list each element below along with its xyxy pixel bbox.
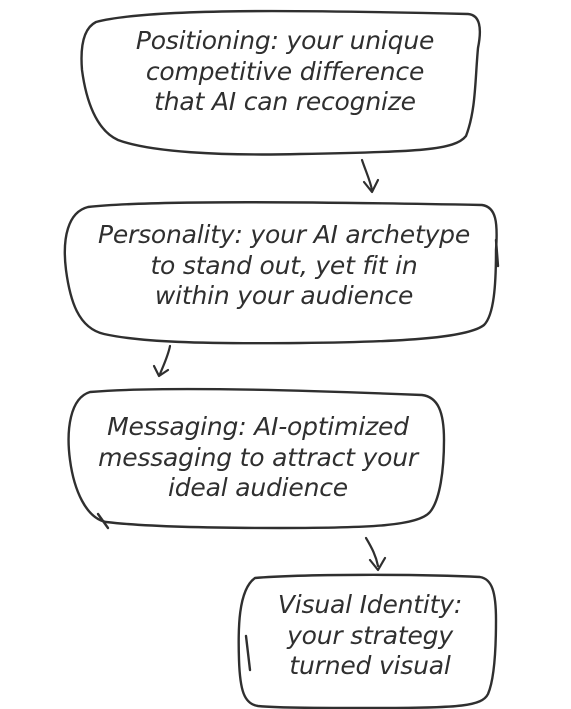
messaging-box-tail bbox=[96, 512, 110, 530]
personality-line-1: Personality: your AI archetype bbox=[97, 220, 471, 249]
personality-box-tail bbox=[494, 238, 500, 268]
messaging-line-2: messaging to attract your bbox=[98, 442, 418, 472]
positioning-line-2: competitive difference bbox=[145, 56, 425, 86]
edge-personality-messaging bbox=[158, 344, 172, 376]
edge-messaging-visual-identity bbox=[364, 536, 380, 568]
positioning-box bbox=[80, 9, 482, 156]
visual-identity-box-tail bbox=[244, 634, 252, 672]
visual-identity-box bbox=[237, 573, 498, 709]
messaging-line-3: ideal audience bbox=[168, 473, 348, 502]
personality-line-2: to stand out, yet fit in bbox=[150, 250, 418, 280]
edge-positioning-personality bbox=[360, 158, 374, 192]
visual-identity-line-3: turned visual bbox=[289, 651, 451, 680]
edge-personality-messaging-arrowhead bbox=[152, 364, 170, 378]
edge-messaging-visual-identity-arrowhead bbox=[368, 556, 387, 572]
positioning-line-3: that AI can recognize bbox=[154, 87, 416, 116]
visual-identity-text: Visual Identity: your strategy turned vi… bbox=[245, 590, 495, 682]
edge-positioning-personality-arrowhead bbox=[362, 178, 380, 194]
personality-line-3: within your audience bbox=[154, 281, 414, 310]
messaging-box bbox=[67, 387, 446, 530]
visual-identity-line-1: Visual Identity: bbox=[277, 590, 463, 619]
positioning-text: Positioning: your unique competitive dif… bbox=[95, 26, 475, 118]
positioning-line-1: Positioning: your unique bbox=[135, 26, 435, 55]
personality-box bbox=[63, 201, 498, 345]
messaging-line-1: Messaging: AI-optimized bbox=[107, 412, 409, 441]
messaging-text: Messaging: AI-optimized messaging to att… bbox=[72, 412, 444, 504]
visual-identity-line-2: your strategy bbox=[287, 620, 453, 650]
personality-text: Personality: your AI archetype to stand … bbox=[70, 220, 498, 312]
